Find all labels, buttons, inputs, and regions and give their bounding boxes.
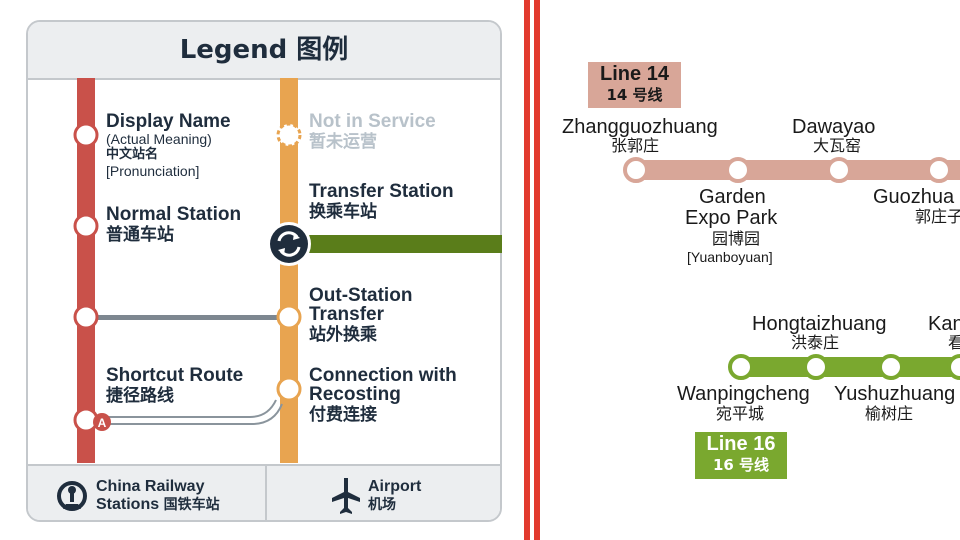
recosting-connector-a <box>100 399 277 418</box>
display-name-station <box>73 122 99 148</box>
not-in-service-station <box>276 122 302 148</box>
transfer-station-label: Transfer Station 换乘车站 <box>309 181 454 222</box>
garden-expo-park-py: [Yuanboyuan] <box>687 249 773 265</box>
recosting-connector-b <box>100 403 283 425</box>
normal-station <box>73 213 99 239</box>
airport-label: Airport 机场 <box>368 478 422 513</box>
railway-label: China Railway Stations 国铁车站 <box>96 478 220 513</box>
wanpingcheng-en: Wanpingcheng <box>677 383 810 405</box>
legend-title: Legend 图例 <box>179 35 349 65</box>
wanpingcheng-cn: 宛平城 <box>716 404 765 423</box>
zhangguozhuang-en: Zhangguozhuang <box>562 116 718 138</box>
dawayao-en: Dawayao <box>792 116 876 138</box>
shortcut-marker-letter: A <box>98 416 107 430</box>
station-hongtaizhuang <box>803 354 829 380</box>
not-in-service-label: Not in Service 暂未运营 <box>309 111 436 152</box>
guozhuang-cn: 郭庄子 <box>915 207 960 226</box>
display-name-label: Display Name (Actual Meaning) 中文站名 [Pron… <box>106 111 231 179</box>
station-yushuzhuang <box>878 354 904 380</box>
yushuzhuang-cn: 榆树庄 <box>865 404 914 423</box>
garden-expo-park-en2: Expo Park <box>685 207 778 229</box>
line14-track <box>634 160 960 180</box>
station-guozhuang <box>926 157 952 183</box>
kan-cn: 看 <box>948 333 960 352</box>
legend-orange-line <box>280 78 298 463</box>
airplane-icon <box>332 478 360 514</box>
garden-expo-park-cn: 园博园 <box>712 229 761 248</box>
china-railway-icon <box>57 481 87 511</box>
legend-panel: Legend 图例 China Railway Stations 国铁车站 Ai… <box>26 20 502 522</box>
yushuzhuang-en: Yushuzhuang <box>834 383 956 405</box>
garden-expo-park-en1: Garden <box>699 186 766 208</box>
kan-en: Kan <box>928 313 960 335</box>
dawayao-cn: 大瓦窑 <box>813 136 862 155</box>
station-dawayao <box>826 157 852 183</box>
station-zhangguozhuang <box>623 157 649 183</box>
station-kan <box>947 354 960 380</box>
out-station-connector <box>97 315 279 320</box>
out-station-transfer-label: Out-Station Transfer 站外换乘 <box>309 285 413 345</box>
guozhuang-en: Guozhua <box>873 186 955 208</box>
out-station-orange <box>276 304 302 330</box>
legend-red-line <box>77 78 95 463</box>
line16-track <box>740 357 960 377</box>
legend-graphics: A <box>73 78 502 463</box>
legend-green-line <box>298 235 502 253</box>
line14-badge: Line 14 14 号线 <box>588 62 681 108</box>
normal-station-label: Normal Station 普通车站 <box>106 204 242 245</box>
shortcut-marker <box>93 413 111 431</box>
recosting-station <box>276 376 302 402</box>
footer-divider <box>265 466 267 520</box>
station-garden-expo-park <box>725 157 751 183</box>
out-station-red <box>73 304 99 330</box>
zhangguozhuang-cn: 张郭庄 <box>611 136 660 155</box>
line16-badge: Line 16 16 号线 <box>695 432 787 479</box>
hongtaizhuang-en: Hongtaizhuang <box>752 313 887 335</box>
legend-header: Legend 图例 <box>28 22 500 80</box>
transfer-station-icon <box>267 222 311 266</box>
station-wanpingcheng <box>728 354 754 380</box>
connection-recosting-label: Connection with Recosting 付费连接 <box>309 365 457 425</box>
shortcut-route-label: Shortcut Route 捷径路线 <box>106 365 244 406</box>
hongtaizhuang-cn: 洪泰庄 <box>791 333 840 352</box>
legend-footer: China Railway Stations 国铁车站 Airport 机场 <box>28 464 500 520</box>
